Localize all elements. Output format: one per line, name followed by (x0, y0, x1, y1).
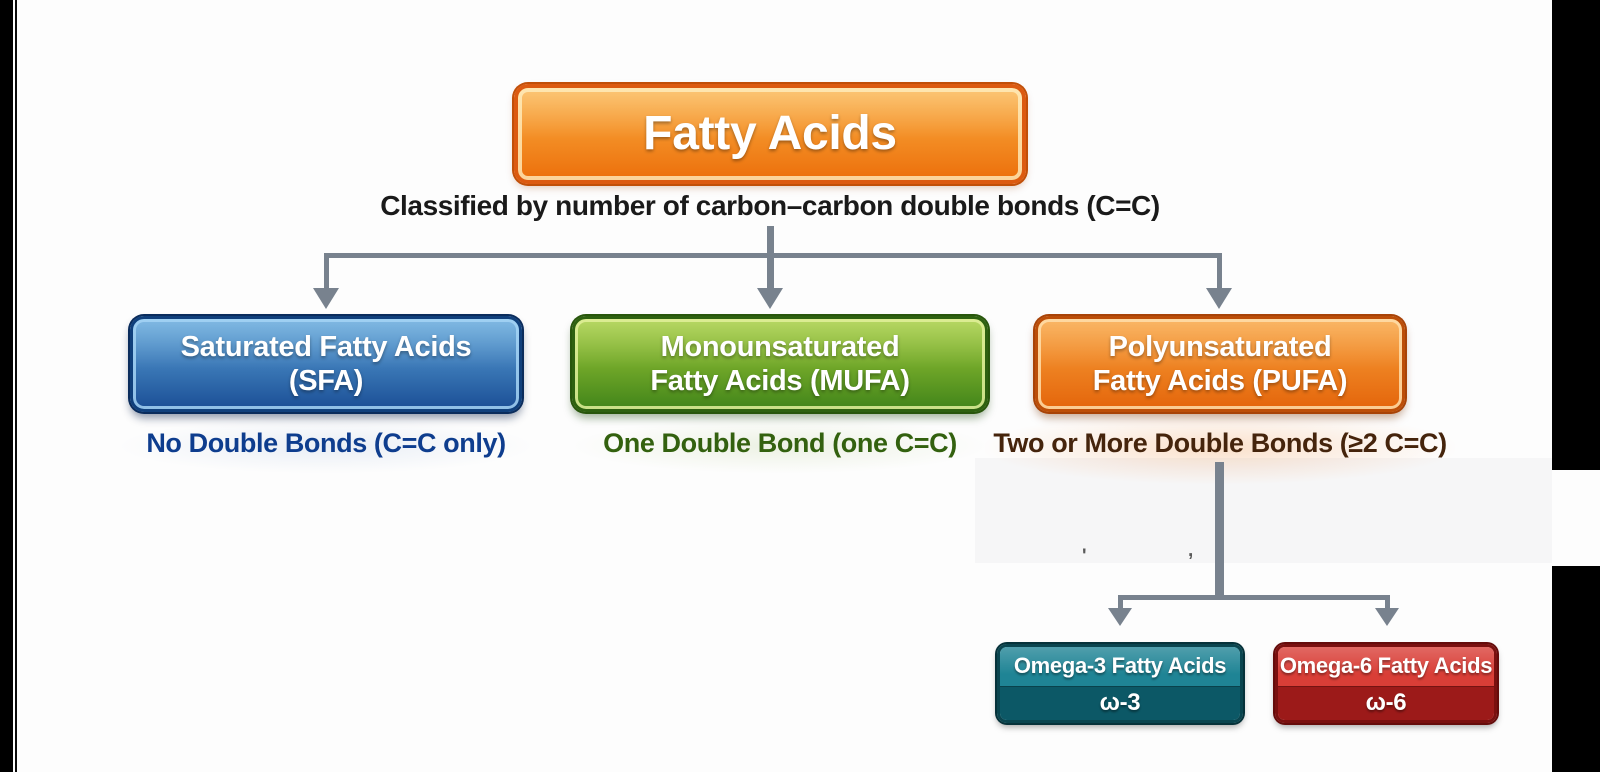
arrow-down-icon-mufa (757, 288, 783, 309)
sfa-caption: No Double Bonds (C=C only) (146, 428, 506, 458)
sfa-title-line2: (SFA) (288, 365, 364, 397)
omega3-symbol: ω-3 (1000, 685, 1240, 720)
connector-bottom-horizontal (1118, 595, 1390, 600)
connector-drop-mufa (767, 253, 774, 289)
background-shade-band (975, 458, 1552, 563)
node-mufa: Monounsaturated Fatty Acids (MUFA) (572, 316, 988, 412)
pufa-caption: Two or More Double Bonds (≥2 C=C) (993, 428, 1447, 458)
mufa-caption: One Double Bond (one C=C) (603, 428, 957, 458)
root-node-fatty-acids: Fatty Acids (514, 84, 1026, 184)
mufa-title-line1: Monounsaturated (660, 330, 900, 363)
node-sfa: Saturated Fatty Acids (SFA) (130, 316, 522, 412)
node-omega3: Omega-3 Fatty Acids ω-3 (997, 644, 1243, 723)
connector-drop-sfa (324, 253, 329, 289)
sfa-title-line1: Saturated Fatty Acids (180, 330, 472, 363)
right-crop-bar-bottom (1552, 566, 1600, 772)
omega6-title: Omega-6 Fatty Acids (1278, 647, 1494, 686)
connector-drop-pufa (1217, 253, 1222, 289)
arrow-down-icon-omega6 (1375, 608, 1399, 626)
omega3-title: Omega-3 Fatty Acids (1000, 647, 1240, 686)
arrow-down-icon-pufa (1206, 288, 1232, 309)
pufa-title-line2: Fatty Acids (PUFA) (1092, 365, 1348, 397)
arrow-down-icon-sfa (313, 288, 339, 309)
connector-drop-omega3 (1118, 595, 1123, 609)
pufa-title-line1: Polyunsaturated (1108, 330, 1332, 363)
omega6-symbol: ω-6 (1278, 685, 1494, 720)
stray-mark-2: , (1188, 540, 1194, 561)
stray-mark-1: ' (1082, 546, 1087, 567)
left-crop-line (15, 0, 17, 772)
arrow-down-icon-omega3 (1108, 608, 1132, 626)
classification-subtitle: Classified by number of carbon–carbon do… (380, 190, 1160, 221)
node-omega6: Omega-6 Fatty Acids ω-6 (1275, 644, 1497, 723)
mufa-title-line2: Fatty Acids (MUFA) (650, 365, 910, 397)
node-pufa: Polyunsaturated Fatty Acids (PUFA) (1035, 316, 1405, 412)
right-crop-bar-top (1552, 0, 1600, 470)
connector-root-stem (767, 226, 774, 256)
connector-pufa-stem (1215, 462, 1224, 598)
left-crop-bar (0, 0, 13, 772)
connector-drop-omega6 (1385, 595, 1390, 609)
root-title: Fatty Acids (643, 106, 897, 160)
